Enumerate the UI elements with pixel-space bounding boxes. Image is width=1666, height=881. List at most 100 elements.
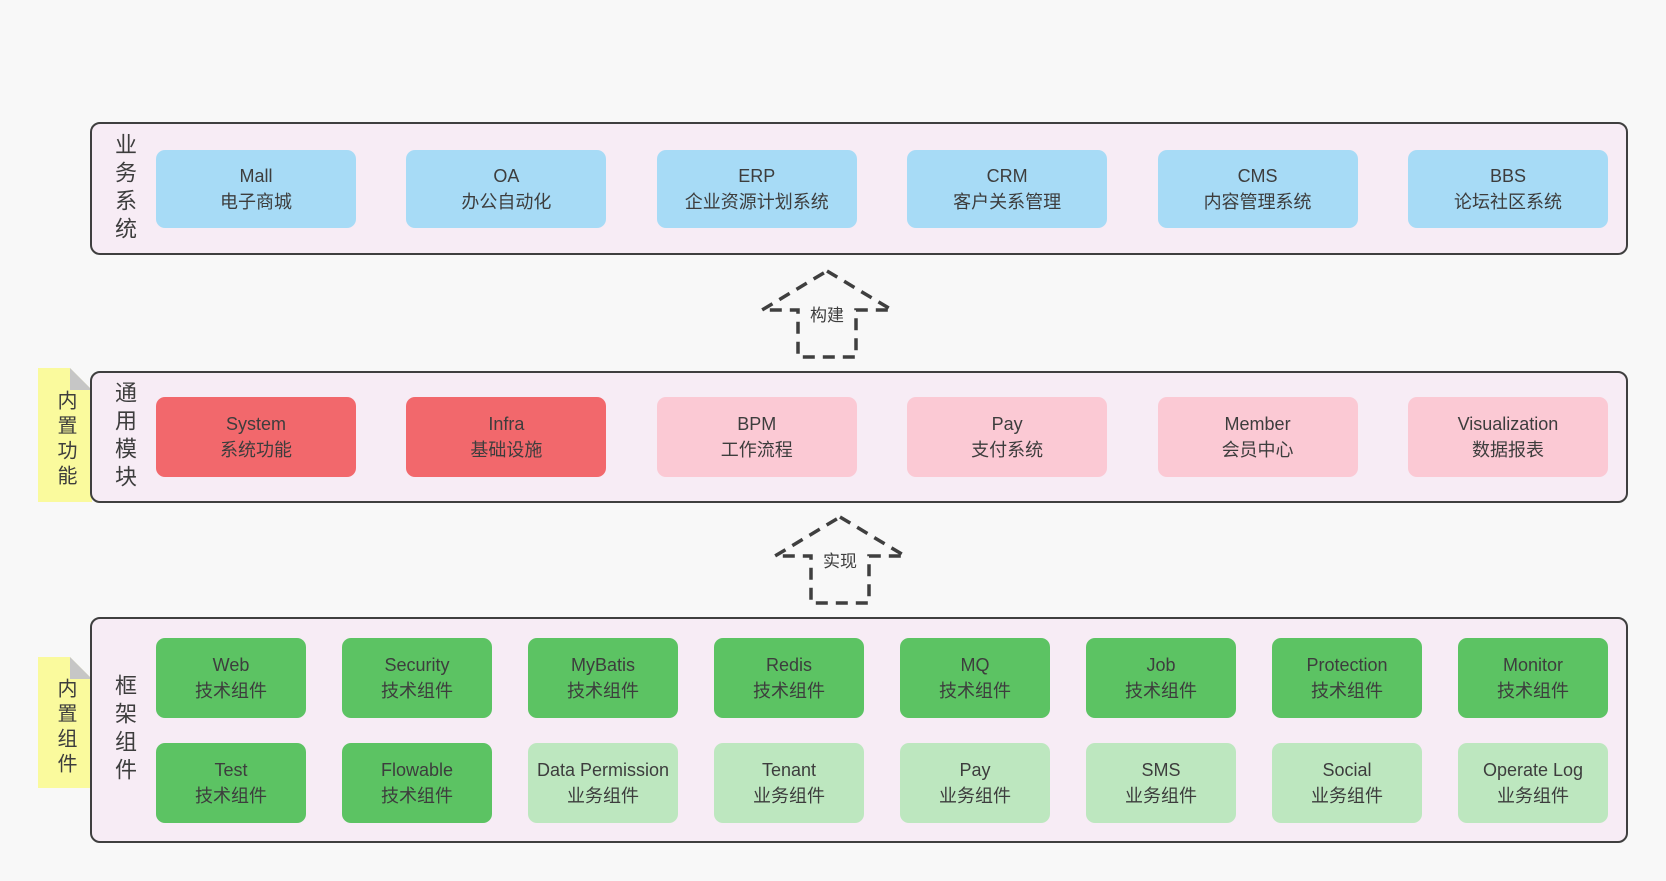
box-title: Operate Log — [1482, 759, 1584, 780]
box-subtitle: 企业资源计划系统 — [684, 191, 829, 212]
box-title: Mall — [239, 165, 273, 186]
box-title: CMS — [1237, 165, 1278, 186]
box-title: Flowable — [380, 759, 454, 780]
box-subtitle: 业务组件 — [1497, 785, 1569, 806]
built-in-components-tag-label: 内置组件 — [54, 677, 76, 778]
box-subtitle: 业务组件 — [753, 785, 825, 806]
sms-box: SMS 业务组件 — [1086, 742, 1236, 823]
bpm-box: BPM 工作流程 — [656, 397, 857, 477]
components-box-row-2: Test 技术组件 Flowable 技术组件 Data Permission … — [156, 742, 1608, 823]
oa-box: OA 办公自动化 — [406, 149, 607, 228]
business-systems-label: 业务系统 — [112, 132, 137, 245]
box-title: Member — [1224, 414, 1291, 434]
box-title: Pay — [991, 414, 1023, 434]
built-in-components-tag: 内置组件 — [38, 657, 92, 788]
mq-box: MQ 技术组件 — [900, 637, 1050, 718]
box-subtitle: 技术组件 — [1311, 680, 1383, 701]
security-box: Security 技术组件 — [342, 637, 492, 718]
box-subtitle: 技术组件 — [195, 785, 267, 806]
box-subtitle: 电子商城 — [220, 191, 292, 212]
box-subtitle: 业务组件 — [939, 785, 1011, 806]
box-subtitle: 论坛社区系统 — [1453, 191, 1562, 212]
box-subtitle: 业务组件 — [1311, 785, 1383, 806]
box-title: Protection — [1306, 654, 1388, 675]
box-title: Monitor — [1502, 654, 1564, 675]
box-title: Data Permission — [536, 759, 670, 780]
pay-module-box: Pay 支付系统 — [907, 397, 1108, 477]
box-title: BPM — [737, 414, 777, 434]
protection-box: Protection 技术组件 — [1272, 637, 1422, 718]
box-title: ERP — [738, 165, 776, 186]
framework-components-label: 框架组件 — [112, 674, 137, 786]
box-subtitle: 技术组件 — [381, 680, 453, 701]
flowable-box: Flowable 技术组件 — [342, 742, 492, 823]
common-modules-label: 通用模块 — [112, 381, 137, 493]
implement-arrow: 实现 — [772, 514, 908, 606]
system-box: System 系统功能 — [156, 397, 356, 477]
up-arrow-icon — [772, 514, 908, 605]
social-box: Social 业务组件 — [1272, 742, 1422, 823]
box-subtitle: 技术组件 — [939, 680, 1011, 701]
business-box-row: Mall 电子商城 OA 办公自动化 ERP 企业资源计划系统 CRM 客户关系… — [156, 149, 1608, 228]
cms-box: CMS 内容管理系统 — [1157, 149, 1358, 228]
components-box-row-1: Web 技术组件 Security 技术组件 MyBatis 技术组件 Redi… — [156, 637, 1608, 718]
build-arrow-label: 构建 — [759, 301, 895, 326]
box-title: Tenant — [761, 759, 817, 780]
box-title: OA — [493, 165, 520, 186]
box-subtitle: 客户关系管理 — [953, 191, 1062, 212]
common-modules-panel: 通用模块 System 系统功能 Infra 基础设施 BPM 工作流程 Pay… — [90, 371, 1628, 503]
built-in-features-tag: 内置功能 — [38, 368, 92, 502]
box-subtitle: 办公自动化 — [461, 191, 552, 212]
box-title: Test — [214, 759, 248, 780]
box-title: Infra — [488, 414, 525, 434]
box-subtitle: 内容管理系统 — [1203, 191, 1312, 212]
bbs-box: BBS 论坛社区系统 — [1407, 149, 1608, 228]
business-systems-panel: 业务系统 Mall 电子商城 OA 办公自动化 ERP 企业资源计划系统 CRM… — [90, 122, 1628, 255]
box-subtitle: 业务组件 — [567, 785, 639, 806]
modules-box-row: System 系统功能 Infra 基础设施 BPM 工作流程 Pay 支付系统… — [156, 397, 1608, 477]
box-subtitle: 技术组件 — [567, 680, 639, 701]
box-subtitle: 技术组件 — [381, 785, 453, 806]
box-title: CRM — [986, 165, 1028, 186]
crm-box: CRM 客户关系管理 — [907, 149, 1108, 228]
box-subtitle: 技术组件 — [753, 680, 825, 701]
operate-log-box: Operate Log 业务组件 — [1458, 742, 1608, 823]
box-subtitle: 技术组件 — [195, 680, 267, 701]
framework-components-panel: 框架组件 Web 技术组件 Security 技术组件 MyBatis 技术组件… — [90, 617, 1628, 843]
box-subtitle: 会员中心 — [1221, 440, 1294, 460]
job-box: Job 技术组件 — [1086, 637, 1236, 718]
up-arrow-icon — [759, 268, 895, 359]
box-subtitle: 技术组件 — [1497, 680, 1569, 701]
box-title: Social — [1322, 759, 1372, 780]
implement-arrow-label: 实现 — [772, 547, 908, 572]
box-subtitle: 基础设施 — [470, 440, 543, 460]
monitor-box: Monitor 技术组件 — [1458, 637, 1608, 718]
box-title: MyBatis — [570, 654, 635, 675]
pay-component-box: Pay 业务组件 — [900, 742, 1050, 823]
box-title: Security — [384, 654, 450, 675]
box-title: BBS — [1489, 165, 1526, 186]
erp-box: ERP 企业资源计划系统 — [656, 149, 857, 228]
visualization-box: Visualization 数据报表 — [1407, 397, 1608, 477]
box-title: SMS — [1141, 759, 1181, 780]
tag-fold-corner — [70, 368, 92, 390]
mybatis-box: MyBatis 技术组件 — [528, 637, 678, 718]
mall-box: Mall 电子商城 — [156, 149, 356, 228]
tag-fold-corner — [70, 657, 92, 679]
built-in-features-tag-label: 内置功能 — [54, 390, 76, 490]
data-permission-box: Data Permission 业务组件 — [528, 742, 678, 823]
box-title: Web — [212, 654, 250, 675]
box-title: Pay — [959, 759, 991, 780]
business-box-area: Mall 电子商城 OA 办公自动化 ERP 企业资源计划系统 CRM 客户关系… — [152, 149, 1626, 228]
box-title: MQ — [960, 654, 990, 675]
box-subtitle: 业务组件 — [1125, 785, 1197, 806]
box-title: Job — [1146, 654, 1176, 675]
web-box: Web 技术组件 — [156, 637, 306, 718]
box-title: System — [225, 414, 286, 434]
box-title: Redis — [765, 654, 813, 675]
box-subtitle: 技术组件 — [1125, 680, 1197, 701]
build-arrow: 构建 — [759, 268, 895, 360]
box-subtitle: 工作流程 — [720, 440, 793, 460]
member-box: Member 会员中心 — [1157, 397, 1358, 477]
box-subtitle: 系统功能 — [220, 440, 292, 460]
